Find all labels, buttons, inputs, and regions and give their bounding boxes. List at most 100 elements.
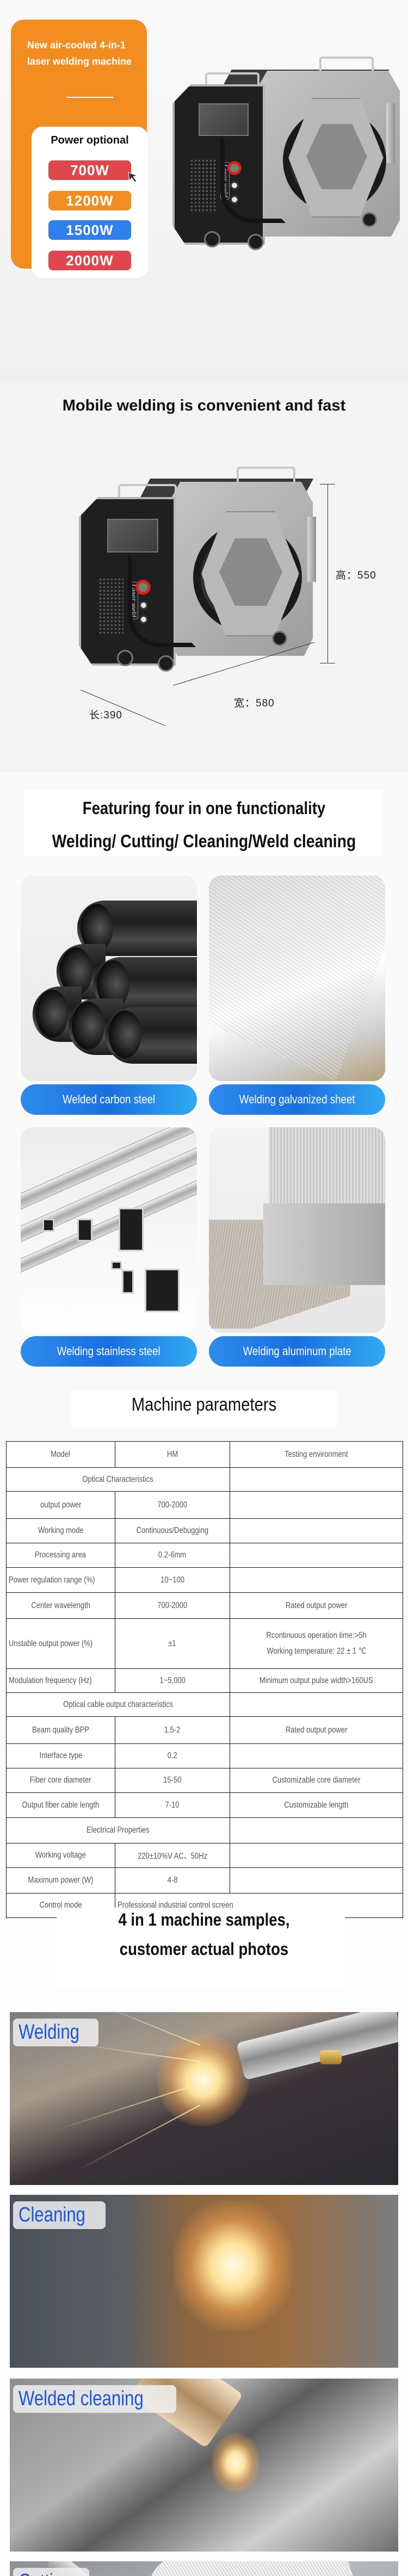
photo-tag: Welded cleaning [13, 2385, 177, 2413]
material-caption: Welding galvanized sheet [209, 1084, 385, 1115]
promo-divider [66, 97, 113, 98]
bar-end [42, 1219, 54, 1232]
machine-handle-front [205, 72, 259, 94]
height-dimension-line [327, 484, 328, 663]
table-row: Unstable output power (%) ±1 Rcontinuous… [6, 1618, 403, 1669]
machine-handle-back [237, 467, 295, 487]
power-options-title: Power optional [51, 134, 129, 146]
table-header-row: Model HM Testing environment [6, 1441, 403, 1468]
aluminum-block-top [269, 1127, 385, 1209]
promo-title: New air-cooled 4-in-1 laser welding mach… [16, 37, 147, 70]
welding-nozzle [236, 2012, 398, 2081]
bar-end [119, 1208, 144, 1251]
machine-cable [220, 136, 286, 223]
bar-end [122, 1270, 134, 1294]
wheel-icon [204, 231, 220, 247]
bar-end [77, 1219, 92, 1242]
bar-end [111, 1261, 122, 1270]
machine-screen [107, 519, 158, 553]
wheel-icon [272, 631, 287, 646]
table-section-row: Optical cable output characteristics [6, 1692, 403, 1717]
wheel-icon [248, 234, 264, 250]
machine-handle-back [319, 57, 374, 76]
photo-tag: Welding [13, 2019, 98, 2046]
length-label: 长:390 [89, 710, 122, 721]
table-section-row: Optical Characteristics [6, 1467, 403, 1492]
laser-glow [173, 2200, 293, 2331]
bar-end [145, 1269, 180, 1312]
pipe-shape [106, 1007, 197, 1064]
header-model: Model [6, 1441, 115, 1468]
table-row: Center wavelength 700-2000 Rated output … [6, 1592, 403, 1619]
reel-hex-hub [306, 124, 367, 189]
dimensions-title: Mobile welding is convenient and fast [62, 397, 346, 414]
machine-button-1 [139, 600, 149, 610]
table-row: Interface type 0.2 [6, 1743, 403, 1768]
spark-ray [75, 2105, 201, 2172]
samples-title-line1: 4 in 1 machine samples, [118, 1910, 290, 1929]
table-section-row: Electrical Properties [6, 1817, 403, 1843]
parameters-title-band [71, 1391, 337, 1428]
sample-photo-cleaning: Cleaning [10, 2195, 398, 2368]
power-options-box: Power optional 700W 1200W 1500W 2000W [32, 127, 148, 278]
mouse-cursor-icon [128, 172, 138, 183]
aluminum-plate-image [209, 1127, 385, 1333]
samples-section: 4 in 1 machine samples, customer actual … [0, 1908, 408, 2576]
table-row: Fiber core diameter 15-50 Customizable c… [6, 1768, 403, 1793]
promo-title-line1: New air-cooled 4-in-1 [27, 40, 126, 51]
material-tile-aluminum: Welding aluminum plate [209, 1127, 385, 1367]
header-hm: HM [115, 1441, 230, 1468]
wheel-icon [117, 650, 133, 666]
width-label: 宽：580 [234, 698, 275, 709]
machine-vent [190, 159, 216, 213]
header-testing-environment: Testing environment [230, 1441, 403, 1468]
material-tile-carbon-steel: Welded carbon steel [21, 876, 197, 1115]
stainless-steel-image [21, 1127, 197, 1333]
sample-photo-welded-cleaning: Welded cleaning [10, 2379, 398, 2552]
photo-tag-text: Welding [18, 2021, 80, 2044]
photo-tag-text: Cutting [18, 2570, 72, 2576]
glove-finger [244, 2561, 374, 2576]
wheel-icon [362, 212, 377, 227]
power-option-700w[interactable]: 700W [48, 160, 131, 180]
material-caption-text: Welding aluminum plate [243, 1344, 351, 1358]
spark-glow [157, 2034, 249, 2126]
photo-tag: Cleaning [13, 2201, 106, 2229]
promo-card: New air-cooled 4-in-1 laser welding mach… [11, 20, 148, 278]
power-option-1500w[interactable]: 1500W [48, 220, 131, 240]
photo-tag-text: Cleaning [18, 2203, 85, 2226]
power-option-2000w[interactable]: 2000W [48, 251, 131, 270]
parameters-section: Machine parameters Model HM Testing envi… [0, 1375, 408, 2143]
material-caption-text: Welded carbon steel [62, 1093, 156, 1106]
photo-tag: Cutting [13, 2568, 90, 2576]
table-row: Working voltage 220±10%V AC、50Hz [6, 1843, 403, 1868]
material-caption: Welding stainless steel [21, 1336, 197, 1367]
welding-gun [386, 103, 395, 163]
sample-photo-cutting: Cutting [10, 2561, 398, 2576]
machine-screen [199, 103, 249, 136]
carbon-steel-image [21, 876, 197, 1081]
machine-cable [128, 555, 196, 647]
power-option-1200w[interactable]: 1200W [48, 191, 131, 210]
material-caption: Welded carbon steel [21, 1084, 197, 1115]
machine-button-1 [230, 181, 239, 190]
machine-vent [98, 578, 123, 635]
table-row: Power regulation range (%) 10~100 [6, 1567, 403, 1593]
material-tile-galvanized: Welding galvanized sheet [209, 876, 385, 1115]
hero-machine-image: Laser weld [166, 54, 405, 250]
height-dimension-cap [320, 484, 335, 485]
samples-title-band [57, 1908, 345, 1989]
brass-fitting [320, 2050, 342, 2064]
table-row: Maximum power (W) 4-8 [6, 1867, 403, 1894]
features-section: Featuring four in one functionality Weld… [0, 772, 408, 1375]
table-row: Working mode Continuous/Debugging [6, 1518, 403, 1543]
table-row: Processing area 0.2-6mm [6, 1543, 403, 1568]
welding-gun [307, 517, 316, 582]
table-row: Modulation frequency (Hz) 1~5,000 Minimu… [6, 1668, 403, 1693]
features-subtitle: Welding/ Cutting/ Cleaning/Weld cleaning [52, 831, 356, 851]
hero-section: New air-cooled 4-in-1 laser welding mach… [0, 0, 408, 381]
features-title: Featuring four in one functionality [82, 798, 326, 818]
material-caption-text: Welding stainless steel [57, 1344, 160, 1358]
sample-photo-welding: Welding [10, 2012, 398, 2185]
